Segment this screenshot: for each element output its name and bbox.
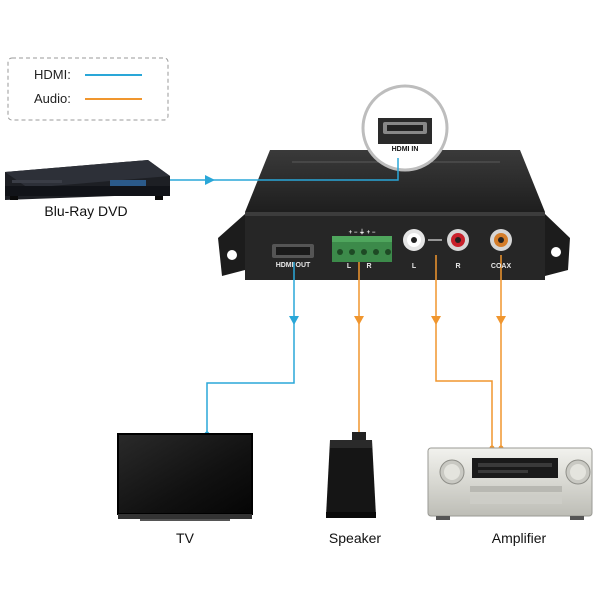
rca-left-jack bbox=[403, 229, 425, 251]
hdmi-arrow-out bbox=[289, 316, 299, 325]
tv-label: TV bbox=[176, 530, 194, 546]
extractor-device bbox=[218, 150, 570, 280]
hdmi-cable-out bbox=[206, 262, 295, 434]
legend bbox=[7, 57, 169, 121]
legend-hdmi-label: HDMI: bbox=[34, 67, 71, 82]
audio-arrow-coax bbox=[496, 316, 506, 325]
speaker-device bbox=[326, 432, 376, 518]
coax-jack bbox=[490, 229, 512, 251]
bluray-player bbox=[5, 160, 170, 200]
bluray-label: Blu-Ray DVD bbox=[44, 203, 128, 219]
rca-right-label: R bbox=[455, 263, 461, 270]
terminal-signs-label: + − ⏚ + − bbox=[348, 230, 376, 236]
hdmi-cable-in bbox=[170, 158, 399, 181]
coax-label: COAX bbox=[490, 263, 512, 270]
speaker-terminal-block bbox=[332, 236, 392, 262]
speaker-label: Speaker bbox=[328, 530, 382, 546]
hdmi-out-port bbox=[272, 244, 314, 258]
hdmi-in-label: HDMI IN bbox=[391, 146, 419, 153]
amplifier-label: Amplifier bbox=[491, 530, 547, 546]
rca-right-jack bbox=[447, 229, 469, 251]
hdmi-in-magnifier bbox=[361, 84, 449, 172]
audio-cable-rca bbox=[435, 255, 493, 448]
audio-arrow-speaker bbox=[354, 316, 364, 325]
audio-arrow-rca bbox=[431, 316, 441, 325]
terminal-right-label: R bbox=[366, 263, 372, 270]
amplifier-device bbox=[427, 447, 593, 520]
hdmi-out-label: HDMI OUT bbox=[275, 262, 311, 269]
tv-device bbox=[117, 433, 253, 521]
rca-left-label: L bbox=[411, 263, 417, 270]
legend-audio-label: Audio: bbox=[34, 91, 71, 106]
hdmi-arrow-in bbox=[205, 175, 215, 185]
terminal-left-label: L bbox=[346, 263, 352, 270]
